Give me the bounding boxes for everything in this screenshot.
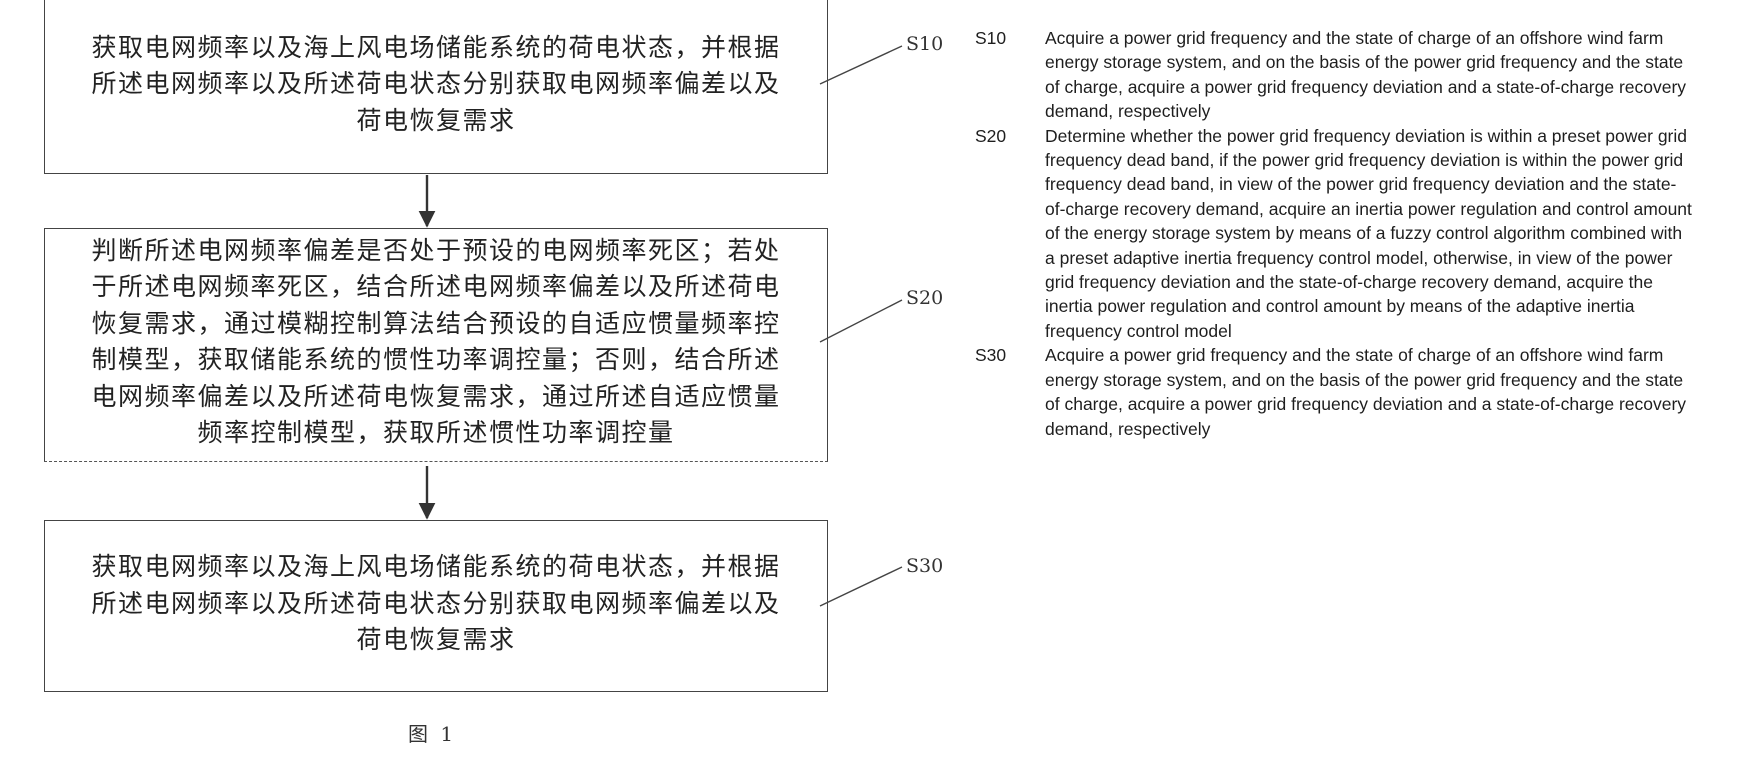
legend-step-id: S20: [975, 124, 1045, 344]
step-label-s20: S20: [906, 287, 943, 309]
legend-step-text: Acquire a power grid frequency and the s…: [1045, 343, 1695, 441]
step-legend: S10 Acquire a power grid frequency and t…: [975, 26, 1695, 441]
legend-step-id: S10: [975, 26, 1045, 124]
legend-step-id: S30: [975, 343, 1045, 441]
legend-row-s30: S30 Acquire a power grid frequency and t…: [975, 343, 1695, 441]
leader-line-s30: [820, 567, 902, 606]
legend-row-s10: S10 Acquire a power grid frequency and t…: [975, 26, 1695, 124]
leader-line-s20: [820, 300, 902, 342]
legend-step-text: Acquire a power grid frequency and the s…: [1045, 26, 1695, 124]
step-label-s30: S30: [906, 555, 943, 577]
figure-caption: 图 1: [408, 718, 456, 747]
leader-line-s10: [820, 46, 902, 84]
step-label-s10: S10: [906, 33, 943, 55]
legend-step-text: Determine whether the power grid frequen…: [1045, 124, 1695, 344]
legend-row-s20: S20 Determine whether the power grid fre…: [975, 124, 1695, 344]
